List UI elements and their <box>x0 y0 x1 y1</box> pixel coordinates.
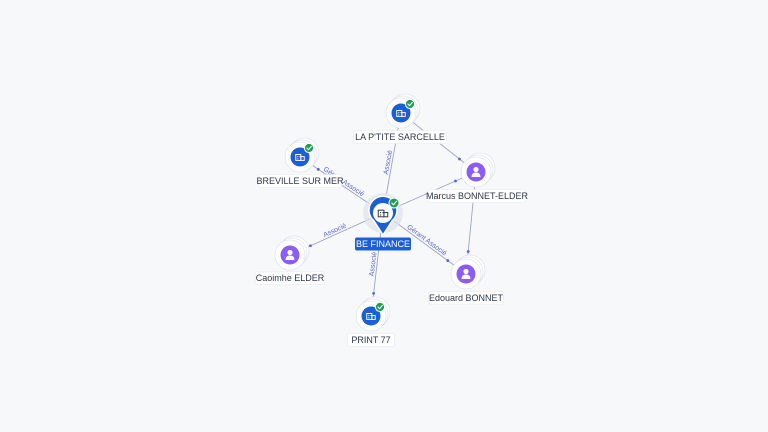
center-label-bg <box>355 237 411 251</box>
node-label-text: Edouard BONNET <box>429 293 504 303</box>
edge-label: Associé <box>369 251 379 276</box>
node-label-bg <box>353 130 447 144</box>
node-label-bg <box>254 271 326 285</box>
node-label: PRINT 77 <box>347 333 395 347</box>
node-label-bg <box>427 189 526 203</box>
node-print-77[interactable]: PRINT 77 <box>347 296 395 347</box>
node-label-text: PRINT 77 <box>351 335 390 345</box>
node-label: Marcus BONNET-ELDER <box>426 189 529 203</box>
node-label-text: BREVILLE SUR MER <box>256 176 344 186</box>
node-label-text: Caoimhe ELDER <box>256 273 325 283</box>
edge-arrow-dot <box>446 259 450 262</box>
node-label-bg <box>257 174 343 188</box>
node-breville-sur-mer[interactable]: BREVILLE SUR MER <box>256 137 344 188</box>
node-label: LA P'TITE SARCELLE <box>353 130 447 144</box>
node-label-bg <box>347 333 395 347</box>
person-icon <box>461 268 471 279</box>
node-be-finance[interactable]: BE FINANCE <box>355 193 411 251</box>
check-icon <box>374 301 386 313</box>
check-icon <box>303 142 315 154</box>
node-label: BE FINANCE <box>355 237 411 251</box>
node-label: BREVILLE SUR MER <box>256 174 344 188</box>
edge-arrow-dot <box>372 291 376 295</box>
person-icon <box>471 166 481 177</box>
nodes-layer: LA P'TITE SARCELLE BREVILLE SUR MER Marcus… <box>254 93 529 347</box>
edge-arrow-dot <box>316 167 320 171</box>
node-marcus-bonnet-elder[interactable]: Marcus BONNET-ELDER <box>426 152 529 203</box>
node-label-text: LA P'TITE SARCELLE <box>355 132 445 142</box>
node-la-ptite-sarcelle[interactable]: LA P'TITE SARCELLE <box>353 93 447 144</box>
person-icon <box>285 249 295 260</box>
node-label: Caoimhe ELDER <box>254 271 326 285</box>
node-edouard-bonnet[interactable]: Edouard BONNET <box>428 254 504 305</box>
edge-label: Gérant Associé <box>405 224 447 258</box>
edge-arrow-dot <box>454 179 457 183</box>
check-icon <box>404 98 416 110</box>
node-label-text: Marcus BONNET-ELDER <box>426 191 529 201</box>
building-icon <box>377 209 389 218</box>
check-icon <box>388 197 400 209</box>
node-label-bg <box>428 291 504 305</box>
edge-arrow-dot <box>466 250 470 253</box>
building-icon <box>366 312 376 320</box>
edge-arrow-dot <box>309 244 312 248</box>
edge-label: Associé <box>383 150 394 175</box>
node-label-text: BE FINANCE <box>356 239 410 249</box>
edge-arrow-dot <box>458 157 461 161</box>
node-label: Edouard BONNET <box>428 291 504 305</box>
building-icon <box>295 153 305 161</box>
node-caoimhe-elder[interactable]: Caoimhe ELDER <box>254 235 326 285</box>
building-icon <box>396 109 406 117</box>
